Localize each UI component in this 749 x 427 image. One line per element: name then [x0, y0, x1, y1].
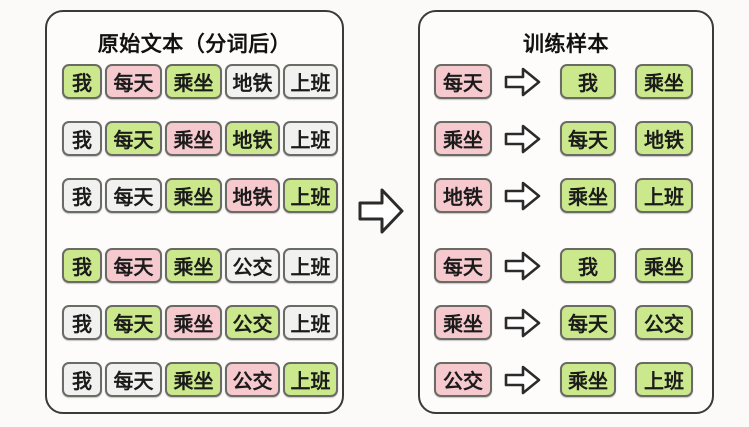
source-token[interactable]: 地铁	[225, 178, 280, 213]
sample-input-token[interactable]: 地铁	[434, 178, 492, 213]
source-token[interactable]: 乘坐	[165, 305, 222, 340]
sample-input-token[interactable]: 每天	[434, 248, 492, 283]
source-token[interactable]: 我	[62, 178, 102, 213]
samples-panel-title: 训练样本	[523, 32, 609, 56]
sample-input-token[interactable]: 乘坐	[434, 305, 492, 340]
source-token[interactable]: 乘坐	[165, 248, 222, 283]
source-token[interactable]: 上班	[283, 248, 338, 283]
sample-output-token[interactable]: 我	[560, 64, 616, 99]
sample-input-token[interactable]: 每天	[434, 64, 492, 99]
sample-output-token[interactable]: 乘坐	[560, 178, 616, 213]
source-token[interactable]: 地铁	[225, 121, 280, 156]
source-token[interactable]: 公交	[225, 305, 280, 340]
source-token[interactable]: 我	[62, 248, 102, 283]
source-token[interactable]: 乘坐	[165, 121, 222, 156]
sample-arrow-icon	[504, 67, 541, 97]
sample-arrow-icon	[504, 251, 541, 281]
sample-output-token[interactable]: 乘坐	[635, 64, 693, 99]
source-token[interactable]: 乘坐	[165, 178, 222, 213]
source-token[interactable]: 我	[62, 362, 102, 397]
source-token[interactable]: 每天	[105, 64, 162, 99]
sample-arrow-icon	[504, 181, 541, 211]
source-token[interactable]: 上班	[283, 362, 338, 397]
sample-output-token[interactable]: 乘坐	[635, 248, 693, 283]
source-token[interactable]: 上班	[283, 121, 338, 156]
source-token[interactable]: 我	[62, 64, 102, 99]
sample-output-token[interactable]: 每天	[560, 121, 616, 156]
source-token[interactable]: 每天	[105, 121, 162, 156]
sample-output-token[interactable]: 我	[560, 248, 616, 283]
source-token[interactable]: 上班	[283, 305, 338, 340]
source-token[interactable]: 地铁	[225, 64, 280, 99]
source-token[interactable]: 每天	[105, 305, 162, 340]
source-token[interactable]: 我	[62, 305, 102, 340]
source-token[interactable]: 每天	[105, 178, 162, 213]
source-token[interactable]: 乘坐	[165, 64, 222, 99]
sample-output-token[interactable]: 公交	[635, 305, 693, 340]
source-token[interactable]: 我	[62, 121, 102, 156]
source-token[interactable]: 公交	[225, 248, 280, 283]
sample-output-token[interactable]: 每天	[560, 305, 616, 340]
sample-input-token[interactable]: 乘坐	[434, 121, 492, 156]
source-token[interactable]: 每天	[105, 362, 162, 397]
sample-output-token[interactable]: 上班	[635, 178, 693, 213]
sample-output-token[interactable]: 上班	[635, 362, 693, 397]
source-token[interactable]: 上班	[283, 178, 338, 213]
source-token[interactable]: 公交	[225, 362, 280, 397]
sample-output-token[interactable]: 乘坐	[560, 362, 616, 397]
source-token[interactable]: 上班	[283, 64, 338, 99]
transform-arrow-icon	[358, 188, 404, 234]
sample-arrow-icon	[504, 365, 541, 395]
sample-arrow-icon	[504, 308, 541, 338]
sample-output-token[interactable]: 地铁	[635, 121, 693, 156]
source-token[interactable]: 每天	[105, 248, 162, 283]
source-panel-title: 原始文本（分词后）	[97, 32, 292, 56]
sample-input-token[interactable]: 公交	[434, 362, 492, 397]
sample-arrow-icon	[504, 124, 541, 154]
source-token[interactable]: 乘坐	[165, 362, 222, 397]
